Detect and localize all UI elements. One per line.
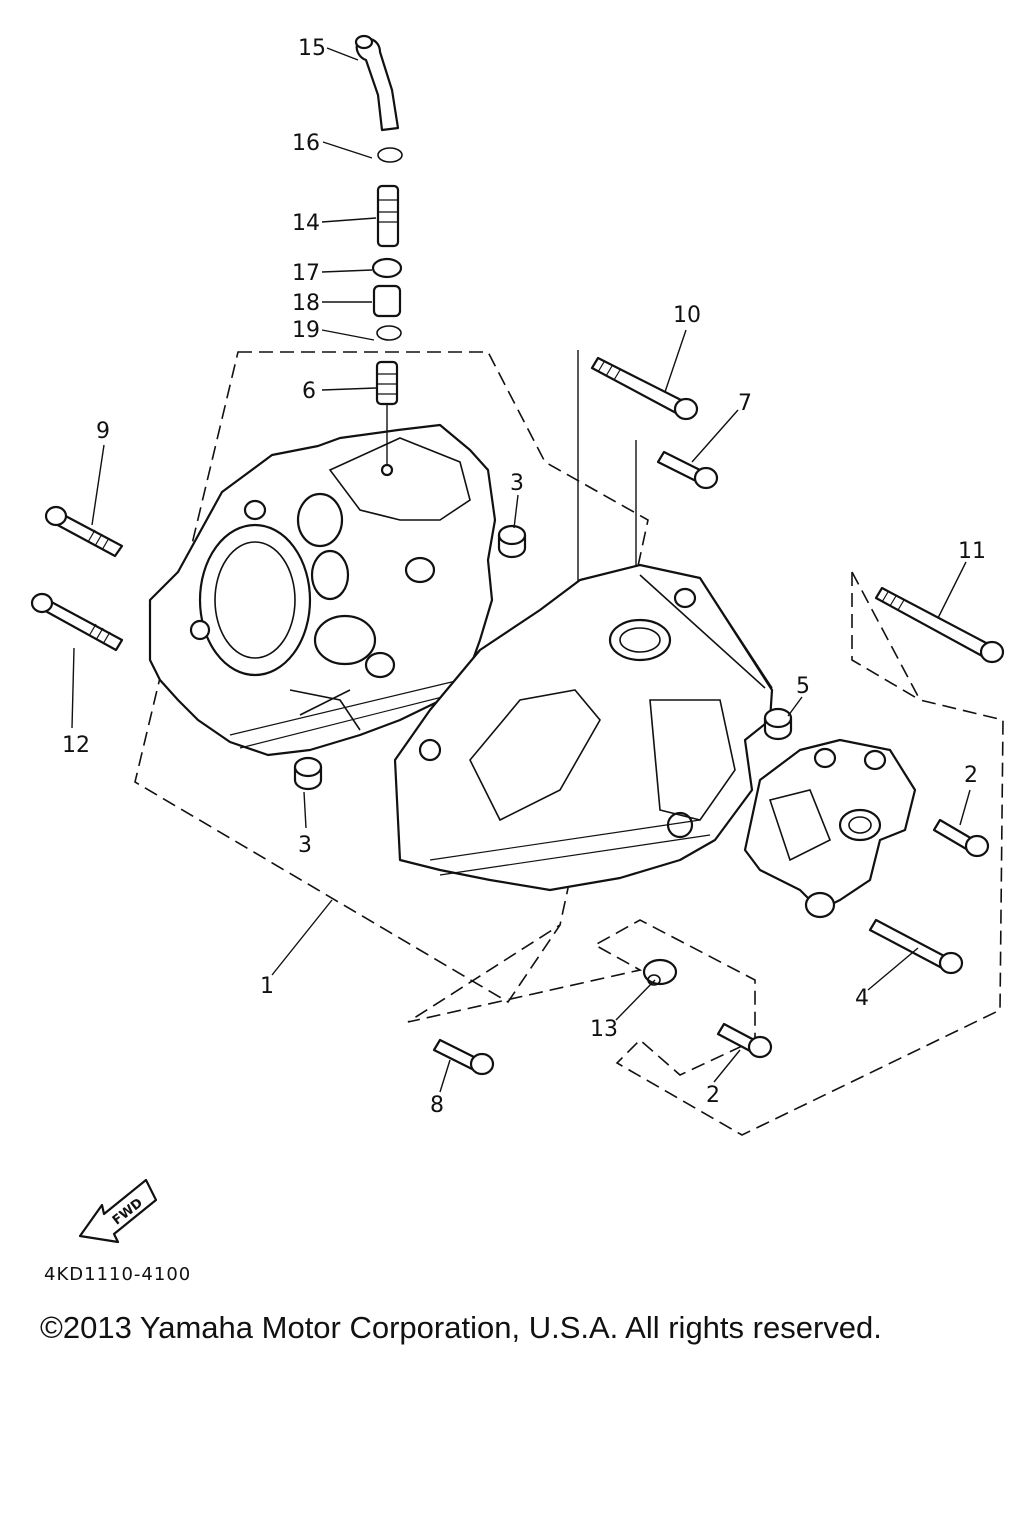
diagram-code: 4KD1110-4100 xyxy=(44,1264,192,1285)
callout-10: 10 xyxy=(673,303,701,328)
callout-17: 17 xyxy=(292,261,320,286)
callout-15: 15 xyxy=(298,36,326,61)
clip-19 xyxy=(376,325,402,341)
callout-4: 4 xyxy=(855,986,869,1011)
callout-16: 16 xyxy=(292,131,320,156)
fitting-6 xyxy=(375,360,399,465)
dowel-5 xyxy=(763,707,793,741)
assembly-outline-right xyxy=(407,571,1004,1136)
callout-18: 18 xyxy=(292,291,320,316)
plug-13 xyxy=(642,958,678,986)
clip-16 xyxy=(377,147,403,163)
bolt-2-lower xyxy=(716,1022,773,1059)
side-cover-housing xyxy=(743,738,917,919)
callout-14: 14 xyxy=(292,211,320,236)
callout-11: 11 xyxy=(958,539,986,564)
dowel-3-lower xyxy=(293,756,323,791)
fwd-arrow-icon: FWD xyxy=(78,1178,158,1244)
callout-6: 6 xyxy=(302,379,316,404)
callout-5: 5 xyxy=(796,674,810,699)
callout-3-upper: 3 xyxy=(510,471,524,496)
bolt-9 xyxy=(44,505,124,558)
crankcase-left-half xyxy=(148,423,497,757)
callout-3-lower: 3 xyxy=(298,833,312,858)
callout-19: 19 xyxy=(292,318,320,343)
callout-9: 9 xyxy=(96,419,110,444)
callout-labels: 15 16 14 17 18 19 6 9 12 10 7 3 3 11 5 2… xyxy=(62,36,986,1118)
callout-13: 13 xyxy=(590,1017,618,1042)
bolt-12 xyxy=(30,592,124,652)
callout-2-upper: 2 xyxy=(964,763,978,788)
bolt-4 xyxy=(868,918,964,975)
bolt-11 xyxy=(874,586,1005,664)
leader-lines xyxy=(71,47,971,1093)
breather-hose xyxy=(354,34,400,132)
copyright-notice: ©2013 Yamaha Motor Corporation, U.S.A. A… xyxy=(40,1310,882,1345)
clamp-17 xyxy=(371,257,403,279)
callout-12: 12 xyxy=(62,733,90,758)
bolt-7 xyxy=(656,450,719,490)
cap-18 xyxy=(372,284,402,318)
bolt-2-upper xyxy=(932,818,990,858)
crankcase-right-half xyxy=(393,563,774,892)
callout-7: 7 xyxy=(738,391,752,416)
dowel-3-upper xyxy=(497,524,527,559)
fitting-14 xyxy=(376,184,400,248)
bolt-8 xyxy=(432,1038,495,1076)
bolt-10 xyxy=(590,356,699,421)
callout-2-lower: 2 xyxy=(706,1083,720,1108)
callout-1: 1 xyxy=(260,974,274,999)
callout-8: 8 xyxy=(430,1093,444,1118)
